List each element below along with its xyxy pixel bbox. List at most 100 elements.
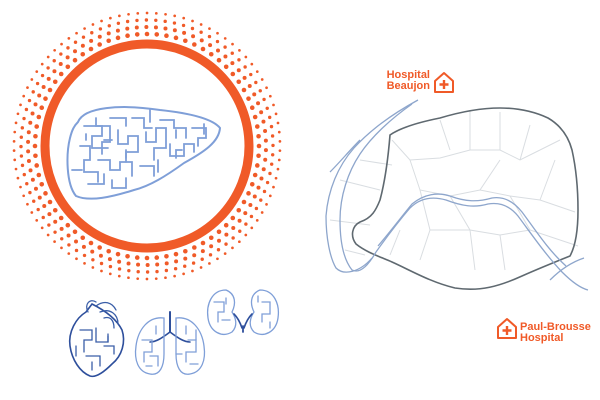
halo-dot bbox=[192, 253, 197, 258]
halo-dot bbox=[263, 138, 268, 143]
halo-dot bbox=[73, 49, 78, 54]
halo-dot bbox=[272, 103, 275, 107]
halo-dot bbox=[216, 238, 221, 243]
halo-dot bbox=[115, 28, 120, 33]
halo-dot bbox=[67, 243, 71, 247]
halo-dot bbox=[230, 51, 234, 55]
halo-dot bbox=[26, 158, 31, 163]
halo-dot bbox=[28, 168, 33, 173]
halo-dot bbox=[216, 31, 219, 35]
halo-dot bbox=[72, 57, 78, 63]
halo-dot bbox=[216, 248, 221, 252]
halo-dot bbox=[46, 66, 50, 70]
halo-dot bbox=[90, 31, 94, 35]
halo-dot bbox=[231, 42, 234, 46]
halo-dot bbox=[230, 61, 235, 66]
halo-dot bbox=[223, 222, 229, 228]
halo-dot bbox=[259, 176, 264, 181]
halo-dot bbox=[191, 269, 194, 273]
halo-dot bbox=[33, 186, 38, 191]
halo-dot bbox=[106, 31, 111, 36]
halo-dot bbox=[125, 19, 130, 24]
halo-dot bbox=[59, 52, 63, 56]
halo-dot bbox=[98, 253, 103, 258]
halo-dot bbox=[254, 80, 258, 85]
halo-dot bbox=[278, 140, 282, 143]
halo-dot bbox=[58, 215, 64, 221]
halo-dot bbox=[43, 96, 48, 101]
halo-dot bbox=[265, 202, 268, 206]
halo-dot bbox=[80, 43, 85, 48]
halo-dot bbox=[238, 229, 242, 233]
halo-dot bbox=[12, 139, 16, 143]
halo-dot bbox=[270, 134, 275, 138]
halo-dot bbox=[115, 35, 121, 41]
halo-dot bbox=[89, 38, 94, 43]
halo-dot bbox=[260, 78, 264, 81]
halo-dot bbox=[276, 167, 280, 171]
halo-dot bbox=[34, 124, 39, 129]
halo-dot bbox=[144, 255, 150, 261]
kidneys-maze-icon bbox=[206, 289, 280, 335]
halo-dot bbox=[259, 198, 263, 202]
halo-dot bbox=[263, 129, 268, 134]
halo-dot bbox=[154, 277, 158, 281]
halo-dot bbox=[153, 25, 158, 30]
halo-dot bbox=[207, 34, 212, 39]
halo-dot bbox=[199, 30, 203, 34]
halo-dot bbox=[250, 62, 254, 66]
halo-dot bbox=[16, 112, 20, 116]
halo-dot bbox=[145, 277, 149, 281]
halo-dot bbox=[278, 149, 282, 153]
hospital-icon-beaujon bbox=[434, 72, 454, 93]
halo-dot bbox=[26, 139, 31, 144]
halo-dot bbox=[183, 248, 188, 254]
halo-dot bbox=[53, 240, 56, 243]
halo-dot bbox=[272, 185, 275, 189]
halo-dot bbox=[144, 31, 150, 37]
halo-dot bbox=[200, 240, 206, 246]
halo-dot bbox=[192, 42, 197, 47]
halo-dot bbox=[80, 51, 86, 57]
halo-dot bbox=[244, 55, 248, 59]
halo-dot bbox=[199, 38, 204, 43]
halo-dot bbox=[252, 114, 258, 120]
halo-dot bbox=[28, 120, 33, 125]
halo-dot bbox=[67, 37, 71, 40]
city-boundary bbox=[351, 107, 579, 291]
halo-dot bbox=[40, 73, 45, 78]
halo-dot bbox=[199, 23, 203, 26]
halo-dot bbox=[200, 257, 204, 261]
halo-dot bbox=[14, 167, 18, 171]
halo-dot bbox=[12, 149, 16, 152]
halo-dot bbox=[144, 25, 149, 29]
halo-dot bbox=[265, 86, 268, 90]
halo-dot bbox=[24, 107, 29, 112]
hospital-label-beaujon: Hospital Beaujon bbox=[387, 70, 430, 92]
halo-dot bbox=[32, 143, 38, 149]
halo-dot bbox=[155, 269, 159, 274]
halo-dot bbox=[268, 94, 272, 98]
halo-dot bbox=[115, 251, 121, 257]
halo-dot bbox=[173, 274, 176, 278]
halo-dot bbox=[118, 14, 121, 18]
halo-dot bbox=[268, 115, 272, 120]
hospital-label-line: Beaujon bbox=[386, 80, 430, 92]
halo-dot bbox=[136, 262, 141, 267]
halo-dot bbox=[125, 253, 130, 259]
halo-dot bbox=[82, 253, 87, 258]
halo-dot bbox=[254, 163, 260, 168]
halo-dot bbox=[30, 177, 35, 182]
halo-dot bbox=[47, 223, 51, 227]
halo-dot bbox=[183, 38, 188, 44]
halo-dot bbox=[164, 33, 169, 38]
halo-dot bbox=[72, 229, 78, 235]
halo-dot bbox=[37, 93, 42, 98]
halo-dot bbox=[200, 46, 206, 52]
halo-dot bbox=[243, 65, 247, 69]
halo-dot bbox=[91, 23, 95, 26]
halo-dot bbox=[83, 262, 86, 265]
halo-dot bbox=[261, 167, 266, 172]
halo-dot bbox=[16, 176, 20, 180]
halo-dot bbox=[47, 199, 53, 205]
